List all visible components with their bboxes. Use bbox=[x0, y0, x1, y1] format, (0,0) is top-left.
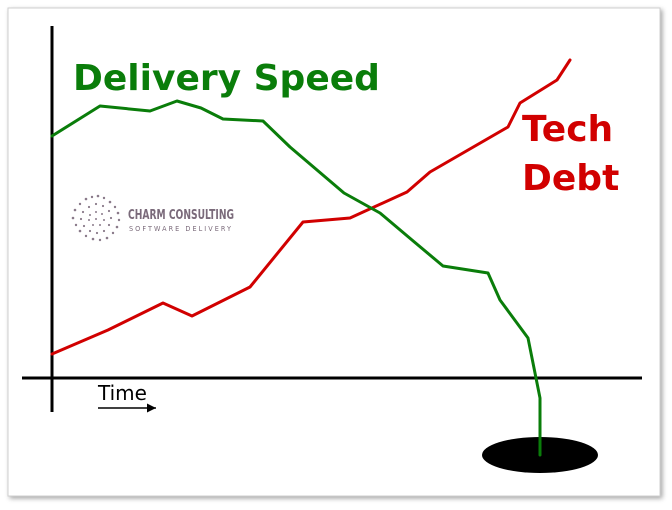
logo-name: CHARM CONSULTING bbox=[128, 208, 234, 223]
logo-tagline: SOFTWARE DELIVERY bbox=[129, 225, 233, 233]
charm-consulting-logo: CHARM CONSULTING SOFTWARE DELIVERY bbox=[71, 194, 234, 242]
tech-debt-label-line1: Tech bbox=[522, 109, 613, 150]
card-frame bbox=[7, 7, 661, 497]
delivery-speed-label: Delivery Speed bbox=[73, 58, 380, 99]
time-label: Time bbox=[97, 381, 147, 405]
logo-dots-icon bbox=[71, 194, 121, 242]
tech-debt-label-line2: Debt bbox=[522, 158, 619, 199]
tech-debt-line bbox=[50, 58, 572, 356]
delivery-speed-line bbox=[50, 99, 542, 457]
